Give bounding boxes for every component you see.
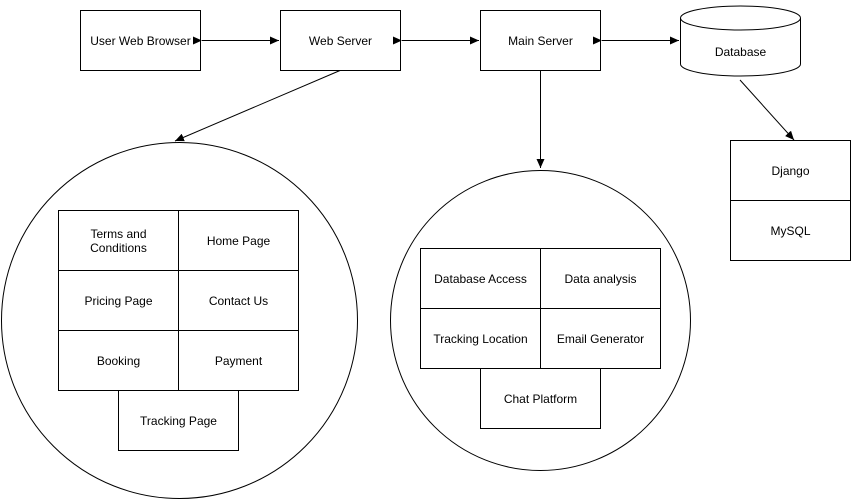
web-server-box — [280, 10, 401, 71]
module-email-generator-label: Email Generator — [556, 331, 645, 346]
database-cylinder — [680, 5, 801, 77]
module-tracking-location-label: Tracking Location — [433, 331, 528, 346]
page-payment-label: Payment — [214, 353, 263, 368]
module-cell-tracking-location — [420, 308, 541, 369]
page-pricing-label: Pricing Page — [84, 293, 153, 308]
database-label: Database — [714, 45, 767, 59]
module-db-access-label: Database Access — [434, 271, 527, 286]
webserver-pages-connector — [174, 70, 341, 142]
database-django-connector — [739, 79, 795, 141]
web-server-label: Web Server — [308, 33, 373, 48]
mysql-label: MySQL — [770, 223, 811, 238]
module-data-analysis-label: Data analysis — [564, 271, 637, 286]
module-cell-data-analysis — [540, 248, 661, 309]
page-booking-label: Booking — [96, 353, 141, 368]
page-cell-pricing — [58, 270, 179, 331]
page-cell-payment — [178, 330, 299, 391]
browser-label: User Web Browser — [90, 33, 191, 48]
page-cell-booking — [58, 330, 179, 391]
page-home-label: Home Page — [206, 233, 271, 248]
module-chat-platform-label: Chat Platform — [503, 391, 578, 406]
module-cell-chat-platform — [480, 368, 601, 429]
module-cell-db-access — [420, 248, 541, 309]
page-contact-label: Contact Us — [208, 293, 269, 308]
browser-box — [80, 10, 201, 71]
main-server-label: Main Server — [508, 33, 573, 48]
page-tracking-label: Tracking Page — [140, 413, 217, 428]
page-terms-label: Terms and Conditions — [90, 226, 147, 255]
module-cell-email-generator — [540, 308, 661, 369]
django-label: Django — [771, 163, 810, 178]
main-server-box — [480, 10, 601, 71]
page-cell-contact — [178, 270, 299, 331]
mysql-box — [730, 200, 851, 261]
page-cell-tracking — [118, 390, 239, 451]
page-cell-terms — [58, 210, 179, 271]
